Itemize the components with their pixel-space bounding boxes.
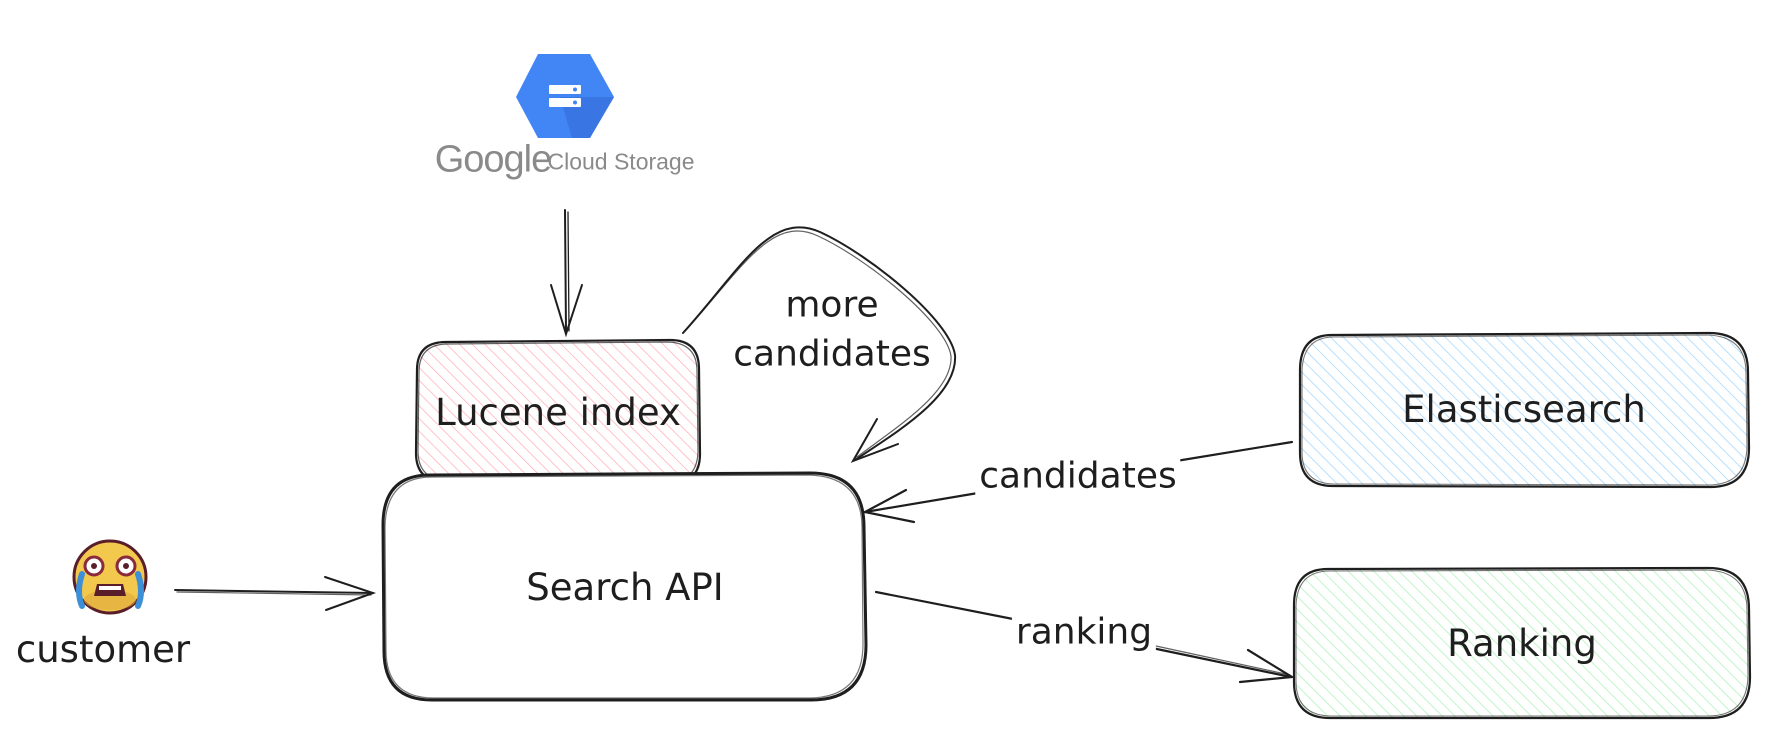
ranking-node-label: Ranking <box>1447 621 1597 665</box>
crying-face-icon <box>72 539 148 615</box>
customer-label: customer <box>15 627 191 671</box>
gcs-google-wordmark: Google <box>434 138 553 181</box>
elasticsearch-label: Elasticsearch <box>1402 387 1646 431</box>
search-api-box[interactable] <box>381 471 868 702</box>
elasticsearch-box[interactable] <box>1298 331 1751 489</box>
cloud-storage-icon <box>516 54 614 138</box>
ranking-arrow <box>874 590 1296 684</box>
more-candidates-label-line1: more <box>785 284 879 326</box>
ranking-box[interactable] <box>1292 566 1752 720</box>
search-api-label: Search API <box>526 565 724 609</box>
candidates-arrow <box>861 440 1294 524</box>
ranking-edge-label: ranking <box>1011 610 1157 654</box>
more-candidates-arrow <box>682 226 957 463</box>
more-candidates-label-line2: candidates <box>733 333 931 375</box>
candidates-edge-label: candidates <box>975 454 1181 498</box>
customer-to-api-arrow <box>174 576 377 611</box>
gcs-product-wordmark: Cloud Storage <box>547 148 695 175</box>
storage-to-lucene-arrow <box>550 209 583 338</box>
lucene-index-label: Lucene index <box>435 390 681 434</box>
